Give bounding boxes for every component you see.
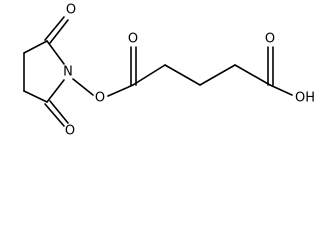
atom-o-top-carbonyl: O <box>66 3 76 18</box>
bond-c-oh <box>269 84 293 96</box>
bond-n-o <box>72 78 94 96</box>
glutaryl-chain <box>132 64 271 86</box>
bond-c4-c5 <box>23 90 48 103</box>
bottom-carbonyl-double-bond <box>44 100 69 127</box>
chemical-structure-diagram: O O N O O O OH <box>23 3 315 139</box>
atom-o-ester-bridge: O <box>95 91 105 106</box>
atom-o-acid-carbonyl: O <box>265 32 275 47</box>
atom-n-imide: N <box>63 65 73 80</box>
acid-carbonyl-double-bond <box>267 46 274 86</box>
bond-c5-n <box>46 79 65 103</box>
bond-o-carbonyl-carbon <box>107 84 134 97</box>
atom-oh-acid: OH <box>295 91 315 106</box>
ester-carbonyl-double-bond <box>130 46 137 86</box>
succinimide-ring <box>23 40 65 103</box>
atom-o-bottom-carbonyl: O <box>65 124 75 139</box>
top-carbonyl-double-bond <box>44 16 69 44</box>
atom-o-ester-carbonyl: O <box>128 32 138 47</box>
bond-c2-n <box>46 40 65 65</box>
bond-c2-c3 <box>23 40 48 54</box>
